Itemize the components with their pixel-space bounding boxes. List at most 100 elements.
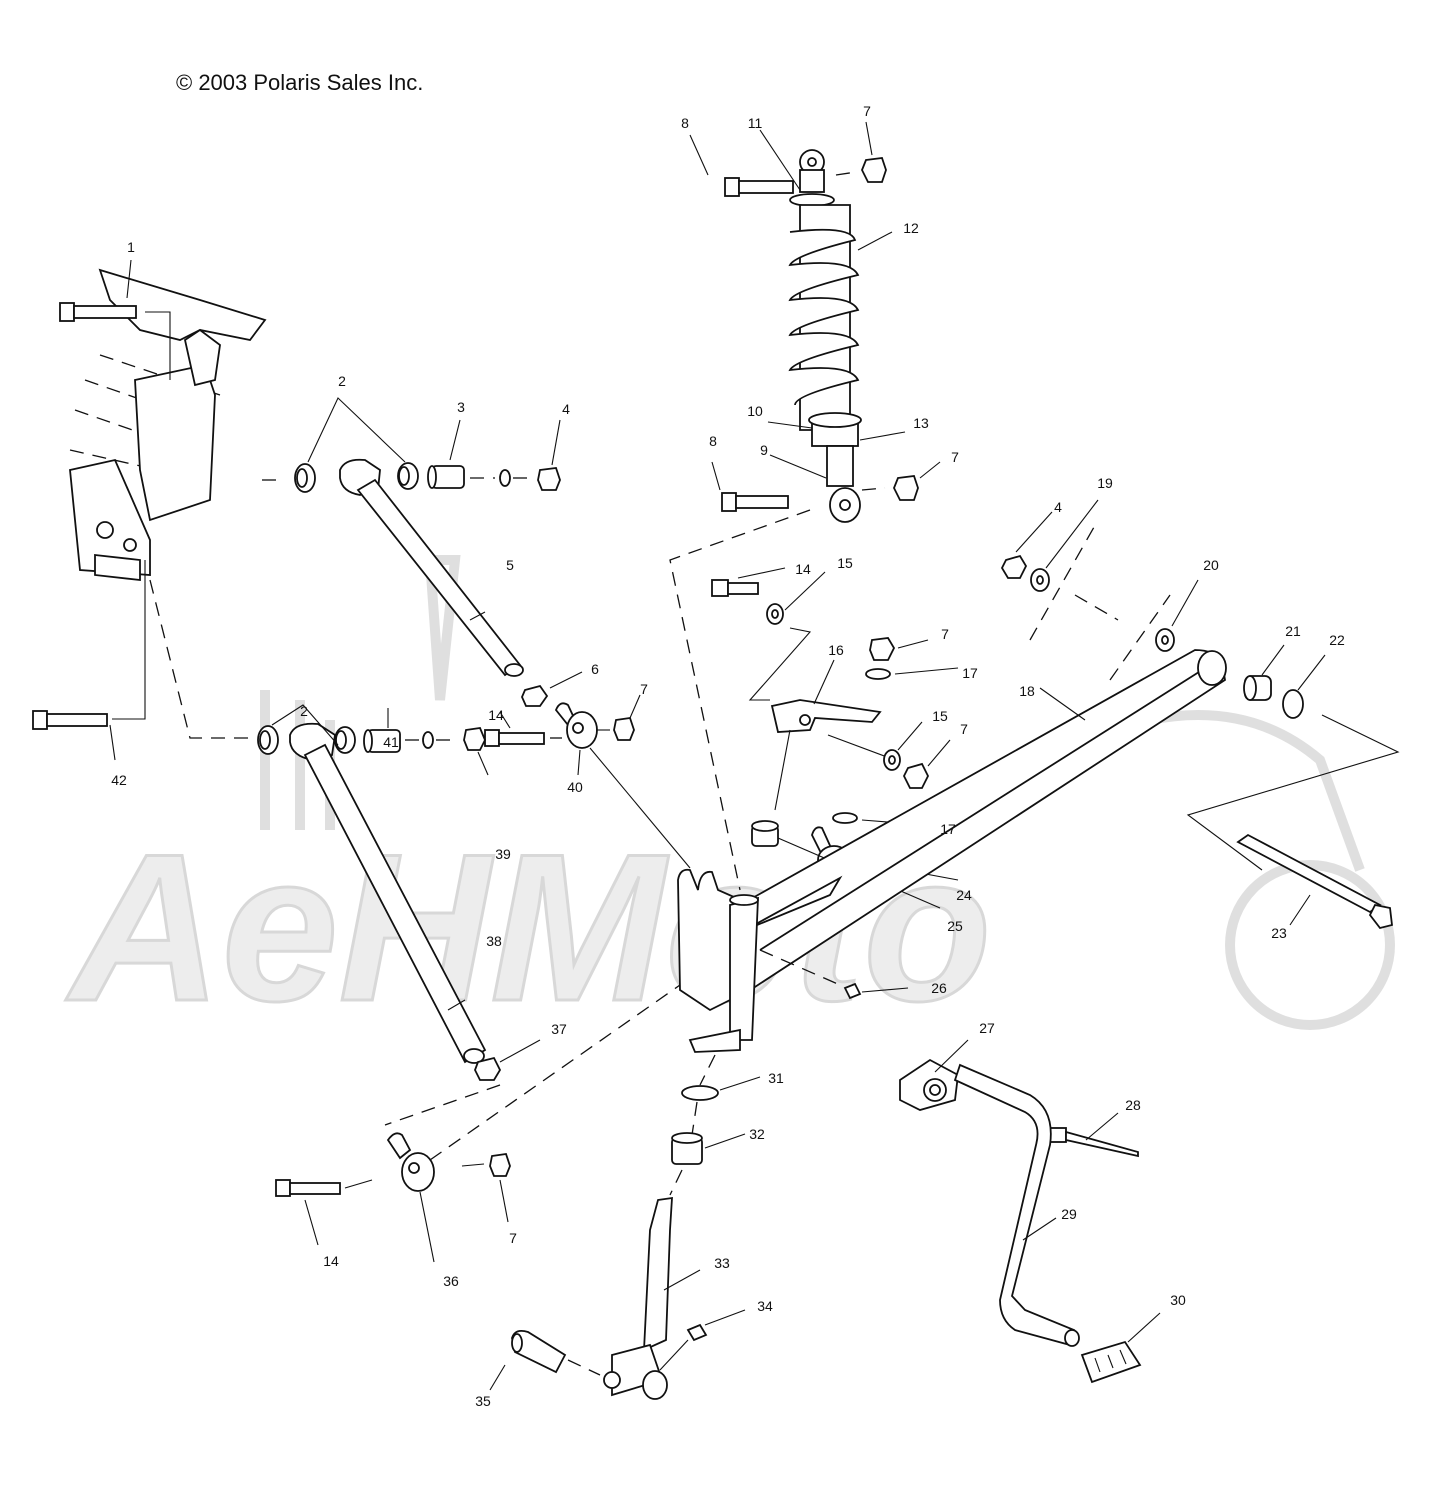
callout-17-lower: 17 — [940, 821, 956, 837]
washer-15-upper — [766, 603, 784, 625]
nut-7-lower — [489, 1153, 511, 1177]
callout-6: 6 — [591, 661, 599, 677]
callout-40: 40 — [567, 779, 583, 795]
bolt-8-upper — [724, 177, 794, 197]
callout-30: 30 — [1170, 1292, 1186, 1308]
pivot-27 — [899, 1058, 959, 1111]
callout-7-shock-bottom: 7 — [951, 449, 959, 465]
washer-20 — [1155, 628, 1175, 652]
callout-14-lower: 14 — [323, 1253, 339, 1269]
bearing-32 — [671, 1132, 703, 1165]
callout-36: 36 — [443, 1273, 459, 1289]
callout-2-lower: 2 — [300, 703, 308, 719]
o-ring-lower — [422, 731, 434, 749]
bushing-2-lower-left — [257, 725, 279, 755]
callout-31: 31 — [768, 1070, 784, 1086]
washer-17-upper — [865, 668, 891, 680]
callout-19: 19 — [1097, 475, 1113, 491]
callout-1: 1 — [127, 239, 135, 255]
callout-25: 25 — [947, 918, 963, 934]
callout-21: 21 — [1285, 623, 1301, 639]
nut-7-shock-lower — [893, 475, 919, 501]
sleeve-35 — [511, 1329, 567, 1374]
nut-6 — [521, 684, 549, 707]
callout-28: 28 — [1125, 1097, 1141, 1113]
pin-28 — [1049, 1127, 1139, 1158]
bolt-42 — [32, 710, 108, 730]
callout-32: 32 — [749, 1126, 765, 1142]
watermark-spire — [424, 555, 461, 701]
callout-14-middle: 14 — [488, 707, 504, 723]
lower-a-arm — [289, 722, 487, 1064]
sleeve-41 — [363, 729, 401, 753]
callout-29: 29 — [1061, 1206, 1077, 1222]
nut-7-middle — [613, 717, 635, 741]
bushing-25 — [751, 820, 779, 847]
callout-20: 20 — [1203, 557, 1219, 573]
bolt-14-upper — [711, 579, 759, 597]
callout-11: 11 — [748, 115, 763, 131]
callout-22: 22 — [1329, 632, 1345, 648]
callout-8-upper: 8 — [681, 115, 689, 131]
nut-39 — [463, 727, 486, 751]
callout-8-lower: 8 — [709, 433, 717, 449]
nut-37 — [474, 1056, 502, 1081]
pedal-pad-30 — [1080, 1340, 1142, 1384]
nut-7-bracket-lower — [902, 762, 930, 789]
seal-31 — [681, 1085, 719, 1101]
callout-4-right: 4 — [1054, 499, 1062, 515]
watermark-bike-frame — [1149, 710, 1365, 872]
washer-15-lower — [883, 749, 901, 771]
callout-7-bracket-top: 7 — [941, 626, 949, 642]
bolt-14-middle — [484, 729, 545, 747]
ball-joint-40 — [554, 702, 598, 749]
nut-4-upper — [537, 467, 561, 491]
nut-7-bracket — [869, 637, 896, 661]
callout-15-lower: 15 — [932, 708, 948, 724]
steering-frame-18 — [734, 649, 1227, 1002]
washer-19 — [1030, 568, 1050, 592]
callout-17-upper: 17 — [962, 665, 978, 681]
callout-7-lower: 7 — [509, 1230, 517, 1246]
callout-42: 42 — [111, 772, 127, 788]
callout-34: 34 — [757, 1298, 773, 1314]
callout-41: 41 — [383, 734, 399, 750]
callout-26: 26 — [931, 980, 947, 996]
bushing-21 — [1243, 675, 1272, 701]
callout-7-bracket-bottom: 7 — [960, 721, 968, 737]
copyright-notice: © 2003 Polaris Sales Inc. — [176, 70, 424, 95]
callout-15-upper: 15 — [837, 555, 853, 571]
bushing-2-upper-right — [397, 462, 419, 490]
steering-shaft-33 — [603, 1196, 673, 1400]
callout-9: 9 — [760, 442, 768, 458]
upper-a-arm — [339, 458, 524, 677]
callout-33: 33 — [714, 1255, 730, 1271]
callout-27: 27 — [979, 1020, 995, 1036]
callout-5: 5 — [506, 557, 514, 573]
callout-16: 16 — [828, 642, 844, 658]
bushing-2-upper-left — [294, 463, 316, 493]
steering-bracket-16 — [770, 699, 882, 733]
steering-housing — [677, 868, 759, 1053]
shock-absorber — [788, 149, 862, 523]
callout-10: 10 — [747, 403, 763, 419]
o-ring-22 — [1282, 689, 1304, 719]
watermark-wheel — [1225, 860, 1395, 1030]
callout-14-upper: 14 — [795, 561, 811, 577]
grease-fitting-34 — [686, 1323, 708, 1342]
bolt-1 — [59, 302, 137, 322]
sleeve-3 — [427, 465, 465, 489]
grease-fitting-26 — [843, 982, 862, 1000]
callout-2-upper: 2 — [338, 373, 346, 389]
bolt-23 — [1236, 833, 1393, 930]
pedal-arm-29 — [953, 1063, 1080, 1347]
callout-7-shock-top: 7 — [863, 103, 871, 119]
bolt-8-lower — [721, 492, 789, 512]
callout-23: 23 — [1271, 925, 1287, 941]
washer-17-lower — [832, 812, 858, 824]
callout-12: 12 — [903, 220, 919, 236]
callout-4-upper: 4 — [562, 401, 570, 417]
callout-3: 3 — [457, 399, 465, 415]
o-ring-upper — [499, 469, 511, 487]
